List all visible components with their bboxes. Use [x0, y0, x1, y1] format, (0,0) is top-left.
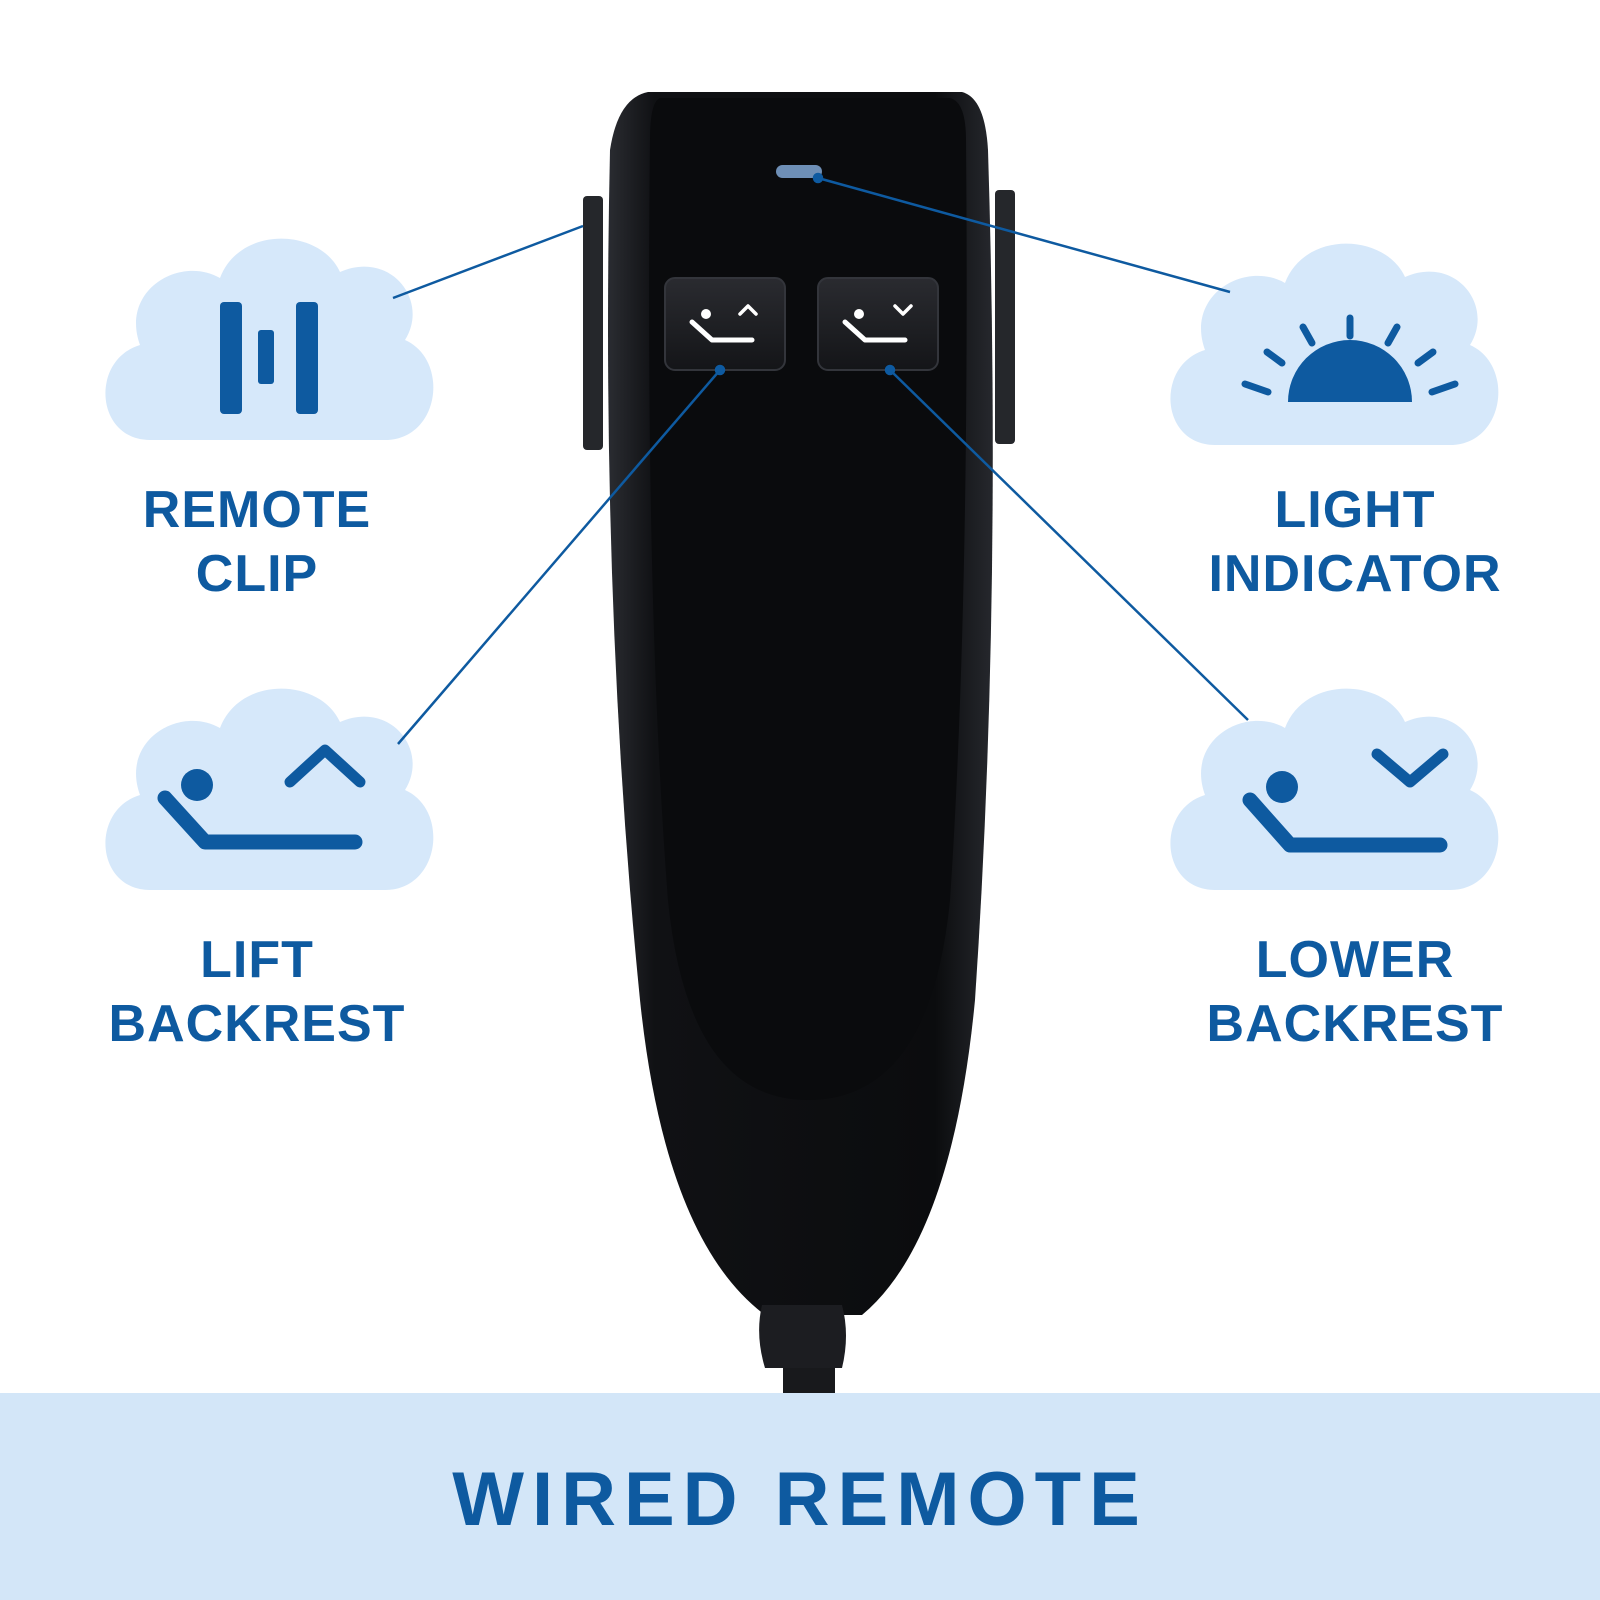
label-remote-clip: REMOTE CLIP: [57, 478, 457, 606]
banner-title: WIRED REMOTE: [452, 1457, 1148, 1542]
sunrise-icon: [1241, 314, 1459, 402]
wired-remote: [583, 92, 1015, 1400]
clip-icon: [220, 302, 318, 414]
label-lower-backrest-line2: BACKREST: [1206, 995, 1504, 1053]
leader-dot: [714, 364, 726, 376]
lower-backrest-button[interactable]: [817, 277, 939, 371]
label-light-indicator-line2: INDICATOR: [1208, 545, 1502, 603]
leader-remote-clip: [392, 224, 584, 300]
label-lower-backrest: LOWER BACKREST: [1155, 928, 1555, 1056]
leader-lower-backrest: [889, 369, 1249, 721]
indicator-led: [776, 165, 822, 178]
label-remote-clip-line1: REMOTE: [142, 481, 372, 539]
leader-light-indicator: [817, 176, 1231, 294]
callout-leader-lines: [392, 172, 1249, 745]
side-clip-right: [995, 190, 1015, 444]
recline-up-icon: [157, 744, 366, 850]
cloud-lower-backrest: [1170, 688, 1499, 890]
cloud-lift-backrest: [105, 688, 434, 890]
recline-up-icon: [689, 304, 758, 343]
label-remote-clip-line2: CLIP: [195, 545, 319, 603]
label-lift-backrest: LIFT BACKREST: [57, 928, 457, 1056]
side-clip-left: [583, 196, 603, 450]
label-light-indicator-line1: LIGHT: [1274, 481, 1436, 539]
label-lift-backrest-line1: LIFT: [200, 931, 314, 989]
remote-top-face: [649, 98, 967, 1100]
label-lift-backrest-line2: BACKREST: [108, 995, 406, 1053]
lift-backrest-button[interactable]: [664, 277, 786, 371]
label-lower-backrest-line1: LOWER: [1255, 931, 1455, 989]
bottom-banner: [0, 1393, 1600, 1600]
recline-down-icon: [1242, 748, 1449, 853]
leader-lift-backrest: [397, 369, 721, 745]
recline-down-icon: [842, 304, 913, 343]
leader-dot: [812, 172, 824, 184]
label-light-indicator: LIGHT INDICATOR: [1155, 478, 1555, 606]
remote-tail: [759, 1305, 846, 1368]
leader-dot: [884, 364, 896, 376]
